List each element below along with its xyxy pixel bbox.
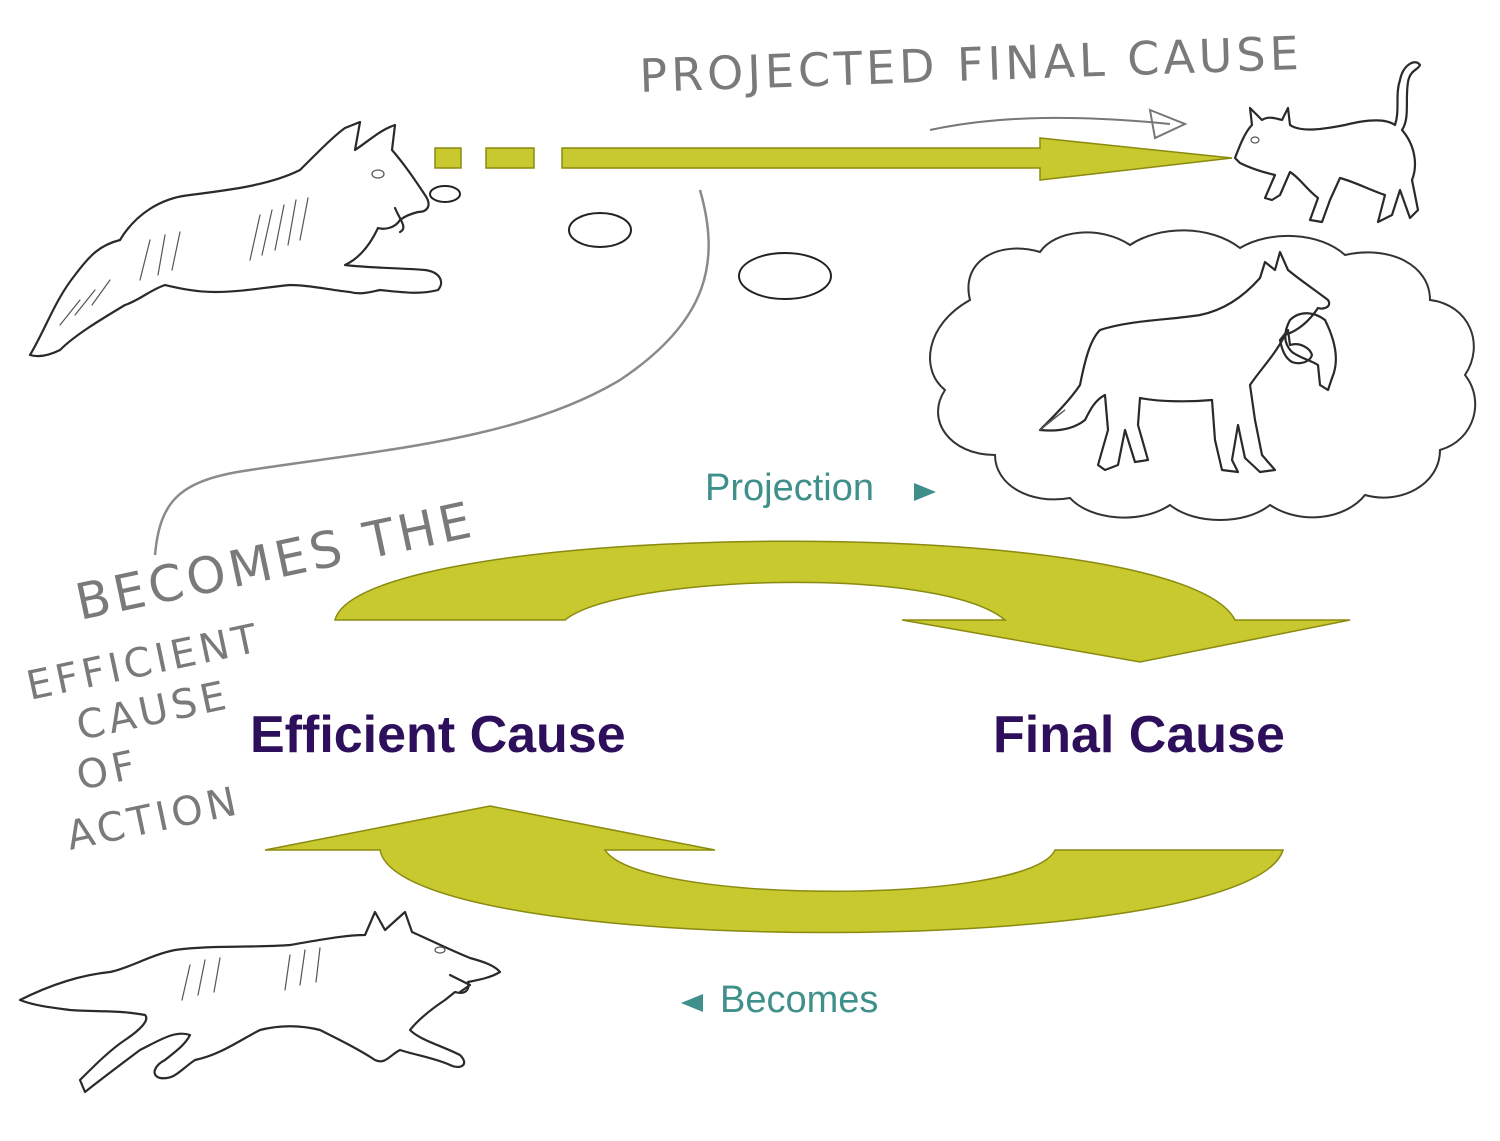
efficient-cause-label: Efficient Cause <box>250 706 626 764</box>
svg-text:OF: OF <box>73 742 144 800</box>
becomes-label: Becomes <box>681 979 878 1021</box>
cat-icon <box>1233 61 1422 224</box>
projected-final-cause-text: PROJECTED FINAL CAUSE <box>638 26 1303 103</box>
final-cause-label: Final Cause <box>993 706 1285 764</box>
wolf-carrying-cat-icon <box>1038 250 1338 474</box>
wolf-lying-icon <box>28 120 443 358</box>
svg-text:Projection: Projection <box>705 467 874 509</box>
thought-cloud-icon <box>929 229 1477 521</box>
handwritten-arrow <box>929 116 1171 131</box>
svg-text:Becomes: Becomes <box>720 979 878 1021</box>
projection-label: Projection <box>705 467 936 509</box>
thought-bubbles <box>429 185 832 300</box>
wolf-running-icon <box>18 910 502 1094</box>
top-cycle-arrow <box>334 540 1351 663</box>
projection-top-arrow <box>434 137 1233 181</box>
becomes-the-annotation: BECOMES THE EFFICIENT CAUSE OF ACTION <box>23 491 480 860</box>
bottom-cycle-arrow <box>264 805 1285 934</box>
connector-line <box>153 189 710 556</box>
